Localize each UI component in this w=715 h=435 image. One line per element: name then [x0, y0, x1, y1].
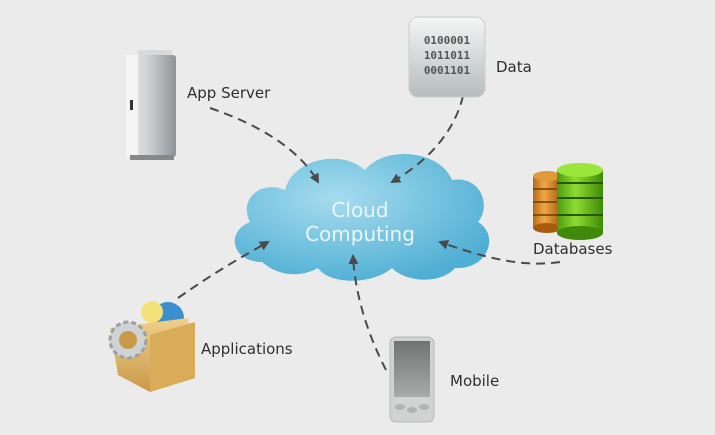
binary-line-2: 1011011: [423, 49, 471, 62]
cloud-title-line2: Computing: [305, 222, 415, 246]
binary-line-1: 0100001: [423, 34, 471, 47]
database-cylinders-icon: [533, 163, 603, 240]
arrow-data: [390, 95, 464, 184]
binary-line-3: 0001101: [423, 64, 471, 77]
server-tower-icon: [126, 50, 176, 160]
arrow-databases: [438, 239, 561, 265]
label-databases: Databases: [533, 240, 613, 258]
label-app-server: App Server: [187, 84, 271, 102]
label-data: Data: [496, 58, 532, 76]
arrow-applications: [177, 241, 270, 299]
binary-data-icon: [408, 16, 486, 98]
label-applications: Applications: [201, 340, 293, 358]
arrow-mobile: [348, 254, 387, 371]
applications-box-icon: [108, 301, 195, 392]
label-mobile: Mobile: [450, 372, 500, 390]
cloud-title-line1: Cloud: [331, 198, 389, 222]
mobile-device-icon: [389, 336, 435, 423]
cloud-shape: [234, 153, 490, 281]
arrow-app-server: [209, 107, 319, 184]
